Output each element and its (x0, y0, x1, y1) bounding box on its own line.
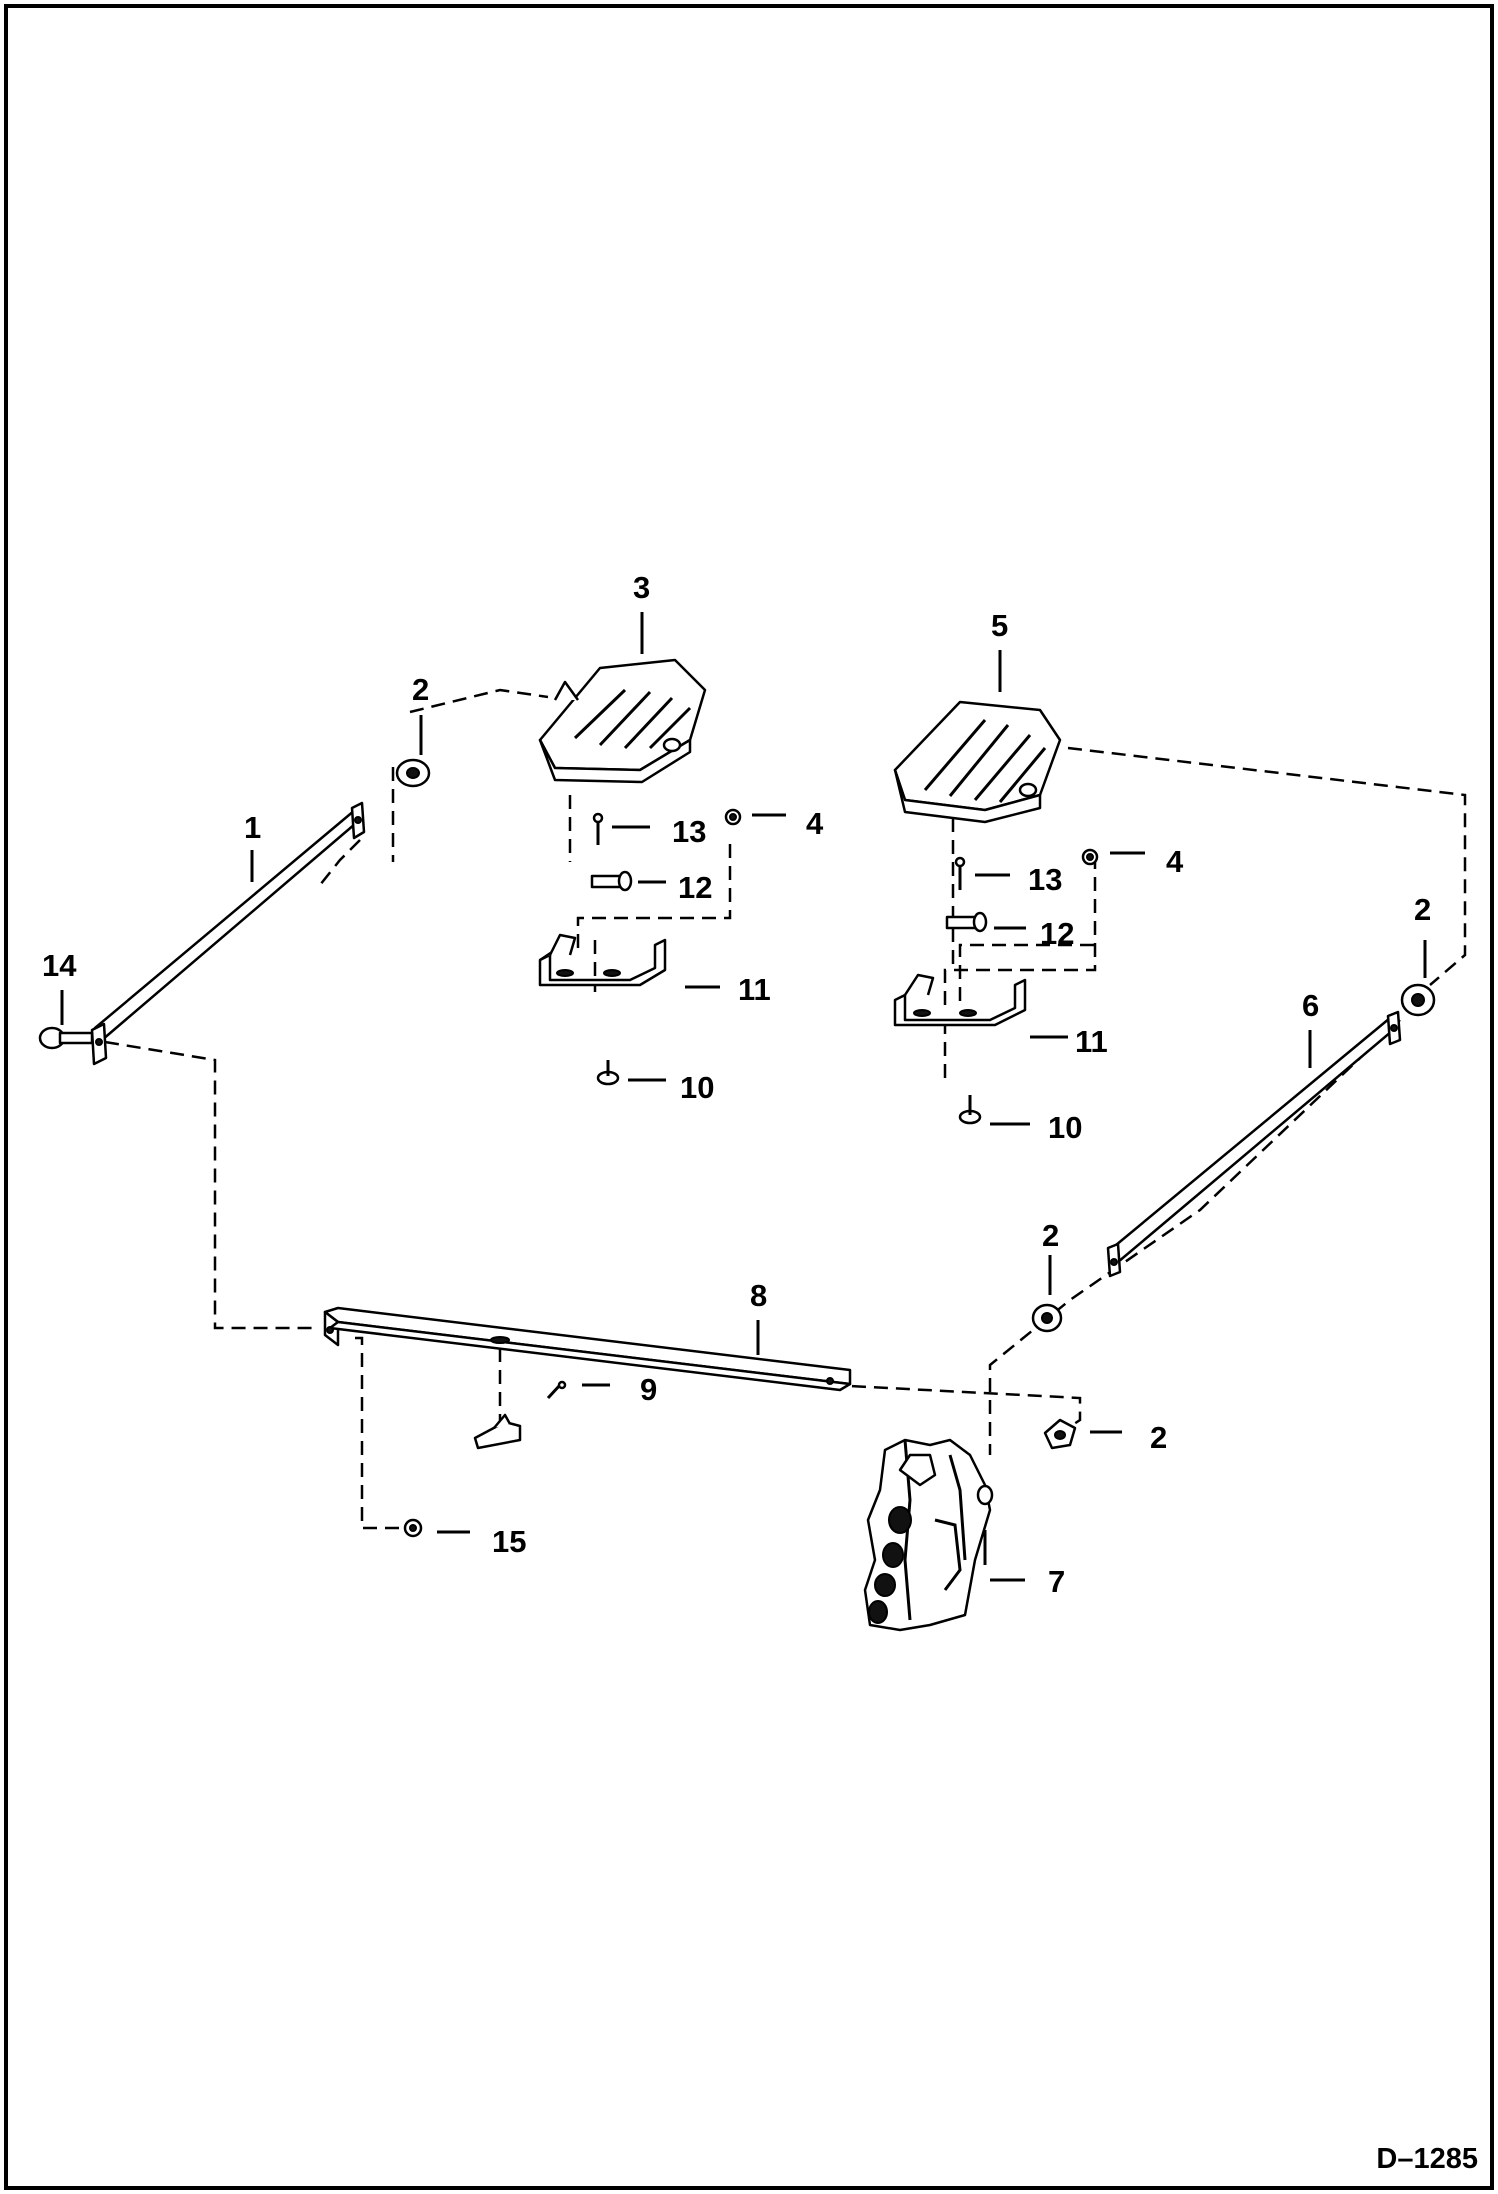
bar-part-8 (323, 1306, 852, 1392)
pedal-part-3 (538, 658, 707, 784)
callout-5: 5 (991, 608, 1008, 643)
valve-part-7 (863, 1438, 994, 1632)
callout-12-left: 12 (678, 870, 712, 905)
pin-part-13-left (592, 812, 604, 845)
leader-lines (60, 612, 1427, 1582)
callout-14: 14 (42, 948, 77, 983)
nut-part-2-upper-left (395, 758, 431, 788)
pedal-part-5 (893, 700, 1062, 824)
nut-part-2-lower (1043, 1418, 1077, 1450)
screw-part-10-right (958, 1095, 982, 1125)
callout-4-left: 4 (806, 806, 824, 841)
nut-part-4-right (1081, 848, 1099, 866)
rod-part-6 (1106, 1010, 1402, 1278)
callout-4-right: 4 (1166, 844, 1184, 879)
callout-2-lower: 2 (1150, 1420, 1167, 1455)
callout-2-upper-right: 2 (1414, 892, 1431, 927)
pin-part-13-right (954, 856, 966, 890)
page-border (4, 4, 1494, 2190)
bracket-part-11-right (893, 973, 1027, 1027)
callout-12-right: 12 (1040, 916, 1074, 951)
callout-9: 9 (640, 1372, 657, 1407)
fitting-part-9 (473, 1380, 567, 1450)
callout-labels: 1 2 3 5 4 4 13 13 12 12 11 11 10 10 14 2… (42, 570, 1431, 1599)
nut-part-15 (403, 1518, 423, 1538)
callout-13-left: 13 (672, 814, 706, 849)
callout-10-right: 10 (1048, 1110, 1082, 1145)
screw-part-10-left (596, 1060, 620, 1086)
drawing-number: D–1285 (1376, 2143, 1478, 2175)
callout-11-left: 11 (738, 972, 771, 1007)
callout-13-right: 13 (1028, 862, 1062, 897)
callout-15: 15 (492, 1524, 526, 1559)
callout-2-middle: 2 (1042, 1218, 1059, 1253)
callout-7: 7 (1048, 1564, 1065, 1599)
callout-2-upper-left: 2 (412, 672, 429, 707)
assembly-lines (104, 688, 1467, 1530)
nut-part-2-middle (1031, 1303, 1063, 1333)
rod-part-1 (90, 801, 366, 1066)
clevis-pin-part-12-right (945, 911, 988, 933)
callout-11-right: 11 (1075, 1024, 1108, 1059)
callout-1: 1 (244, 810, 261, 845)
callout-10-left: 10 (680, 1070, 714, 1105)
callout-8: 8 (750, 1278, 767, 1313)
bracket-part-11-left (538, 933, 667, 987)
nut-part-2-upper-right (1400, 983, 1436, 1017)
bolt-part-14 (38, 1026, 94, 1050)
nut-part-4-left (724, 808, 742, 826)
callout-6: 6 (1302, 988, 1319, 1023)
callout-3: 3 (633, 570, 650, 605)
clevis-pin-part-12-left (590, 870, 633, 892)
